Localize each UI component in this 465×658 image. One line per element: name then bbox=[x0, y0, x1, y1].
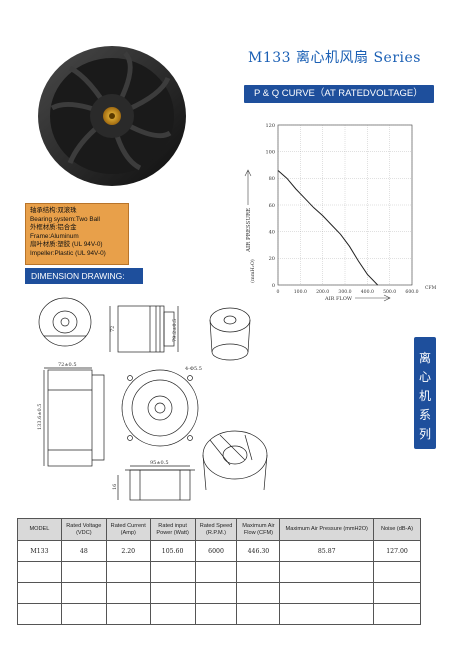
table-cell bbox=[279, 603, 375, 625]
page-title: M133 离心机风扇 Series bbox=[248, 50, 421, 66]
table-cell bbox=[279, 582, 375, 604]
table-cell bbox=[60, 582, 107, 604]
chart-y-tick-label: 40 bbox=[269, 229, 275, 235]
side-tab-char: 心 bbox=[418, 370, 431, 384]
x-axis-arrow-icon bbox=[355, 294, 391, 302]
table-cell bbox=[373, 582, 421, 604]
table-cell bbox=[105, 561, 151, 583]
chart-y-tick-label: 0 bbox=[272, 283, 275, 289]
table-cell bbox=[194, 603, 238, 625]
table-cell bbox=[17, 603, 62, 625]
chart-series-line bbox=[277, 170, 379, 286]
column-header: Noise (dB-A) bbox=[373, 518, 421, 541]
chart-x-tick-label: 200.0 bbox=[316, 289, 329, 295]
spec-line: Bearing system:Two Ball bbox=[30, 215, 100, 223]
table-cell bbox=[149, 603, 196, 625]
chart-x-tick-label: 300.0 bbox=[338, 289, 351, 295]
table-cell bbox=[236, 603, 281, 625]
side-tab-char: 机 bbox=[418, 389, 431, 403]
column-header: Rated Current (Amp) bbox=[105, 518, 151, 541]
table-cell bbox=[60, 603, 107, 625]
dim-label: 95±0.5 bbox=[150, 460, 169, 466]
column-header: Rated Speed (R.P.M.) bbox=[194, 518, 238, 541]
chart-y-axis-label: AIR PRESSURE bbox=[246, 208, 252, 253]
spec-line: Impeller:Plastic (UL 94V-0) bbox=[30, 249, 106, 257]
chart-y-tick-label: 100 bbox=[265, 149, 275, 155]
table-cell bbox=[105, 582, 151, 604]
table-cell bbox=[149, 582, 196, 604]
table-cell: 85.87 bbox=[279, 540, 375, 562]
chart-x-tick-label: 500.0 bbox=[383, 289, 396, 295]
pq-curve-heading: P & Q CURVE（AT RATEDVOLTAGE） bbox=[244, 85, 434, 103]
chart-y-ticks: 0 20 40 60 80 100 120 bbox=[265, 123, 275, 289]
spec-line: Frame:Aluminum bbox=[30, 232, 79, 240]
side-tab-char: 离 bbox=[418, 351, 431, 365]
dimension-drawings: 72 79.2±0.5 72±0.5 4-Φ5.5 133.6±0.5 95±0… bbox=[37, 297, 268, 501]
chart-x-tick-label: 0 bbox=[277, 289, 280, 295]
table-cell: 127.00 bbox=[373, 540, 421, 562]
table-cell bbox=[236, 582, 281, 604]
chart-y-tick-label: 60 bbox=[269, 203, 275, 209]
side-tab-char: 列 bbox=[418, 427, 431, 441]
dim-label: 16 bbox=[112, 484, 118, 490]
table-cell bbox=[373, 561, 421, 583]
table-cell: 446.30 bbox=[236, 540, 281, 562]
spec-line: 轴承结构:双滚珠 bbox=[30, 207, 77, 214]
table-row bbox=[17, 582, 421, 604]
fan-product-photo bbox=[38, 46, 186, 186]
dim-label: 79.2±0.5 bbox=[172, 319, 178, 342]
spec-line: 扇叶材质:塑胶 (UL 94V-0) bbox=[30, 241, 103, 249]
pq-curve-chart: 0 20 40 60 80 100 120 0 100.0 200.0 300.0 400.0 500… bbox=[244, 123, 437, 302]
chart-x-tick-label: 600.0 bbox=[405, 289, 418, 295]
table-cell bbox=[17, 582, 62, 604]
chart-x-ticks: 0 100.0 200.0 300.0 400.0 500.0 600.0 bbox=[277, 289, 419, 295]
y-axis-arrow-icon bbox=[244, 169, 252, 205]
table-cell: M133 bbox=[17, 540, 62, 562]
table-cell bbox=[373, 603, 421, 625]
dim-label: 133.6±0.5 bbox=[37, 404, 43, 430]
table-cell bbox=[60, 561, 107, 583]
chart-y-tick-label: 120 bbox=[265, 123, 275, 129]
chart-x-tick-label: 400.0 bbox=[361, 289, 374, 295]
table-header-row: MODEL Rated Voltage (VDC) Rated Current … bbox=[17, 518, 421, 541]
chart-y-tick-label: 20 bbox=[269, 256, 275, 262]
table-cell bbox=[194, 582, 238, 604]
chart-x-tick-label: 100.0 bbox=[294, 289, 307, 295]
spec-line: 外框材质:铝合金 bbox=[30, 224, 77, 232]
table-row: M133 48 2.20 105.60 6000 446.30 85.87 12… bbox=[17, 540, 421, 562]
table-cell: 2.20 bbox=[105, 540, 151, 562]
dimension-drawing-heading: DIMENSION DRAWING: bbox=[25, 268, 143, 284]
series-side-tab: 离 心 机 系 列 bbox=[414, 337, 436, 449]
spec-summary-box: 轴承结构:双滚珠 Bearing system:Two Ball 外框材质:铝合… bbox=[25, 203, 129, 265]
side-tab-char: 系 bbox=[418, 408, 431, 422]
table-cell bbox=[236, 561, 281, 583]
chart-x-axis-label: AIR FLOW bbox=[324, 296, 353, 302]
column-header: Maximum Air Flow (CFM) bbox=[236, 518, 281, 541]
chart-grid bbox=[277, 124, 413, 286]
chart-y-tick-label: 80 bbox=[269, 176, 275, 182]
table-row bbox=[17, 561, 421, 583]
spec-table: MODEL Rated Voltage (VDC) Rated Current … bbox=[17, 518, 421, 625]
table-row bbox=[17, 603, 421, 625]
chart-x-unit-label: CFM bbox=[425, 285, 437, 291]
dim-label: 72 bbox=[110, 326, 116, 332]
table-cell bbox=[105, 603, 151, 625]
table-cell bbox=[149, 561, 196, 583]
table-cell bbox=[279, 561, 375, 583]
table-cell bbox=[17, 561, 62, 583]
column-header: Rated input Power (Watt) bbox=[149, 518, 196, 541]
dim-label: 72±0.5 bbox=[58, 362, 77, 368]
column-header: Rated Voltage (VDC) bbox=[60, 518, 107, 541]
column-header: Maximum Air Pressure (mmH2O) bbox=[279, 518, 375, 541]
dim-label: 4-Φ5.5 bbox=[185, 366, 202, 372]
table-cell: 6000 bbox=[194, 540, 238, 562]
table-cell: 48 bbox=[60, 540, 107, 562]
table-cell bbox=[194, 561, 238, 583]
column-header: MODEL bbox=[17, 518, 62, 541]
chart-y-unit-label: (mmH₂O) bbox=[249, 259, 256, 283]
table-cell: 105.60 bbox=[149, 540, 196, 562]
